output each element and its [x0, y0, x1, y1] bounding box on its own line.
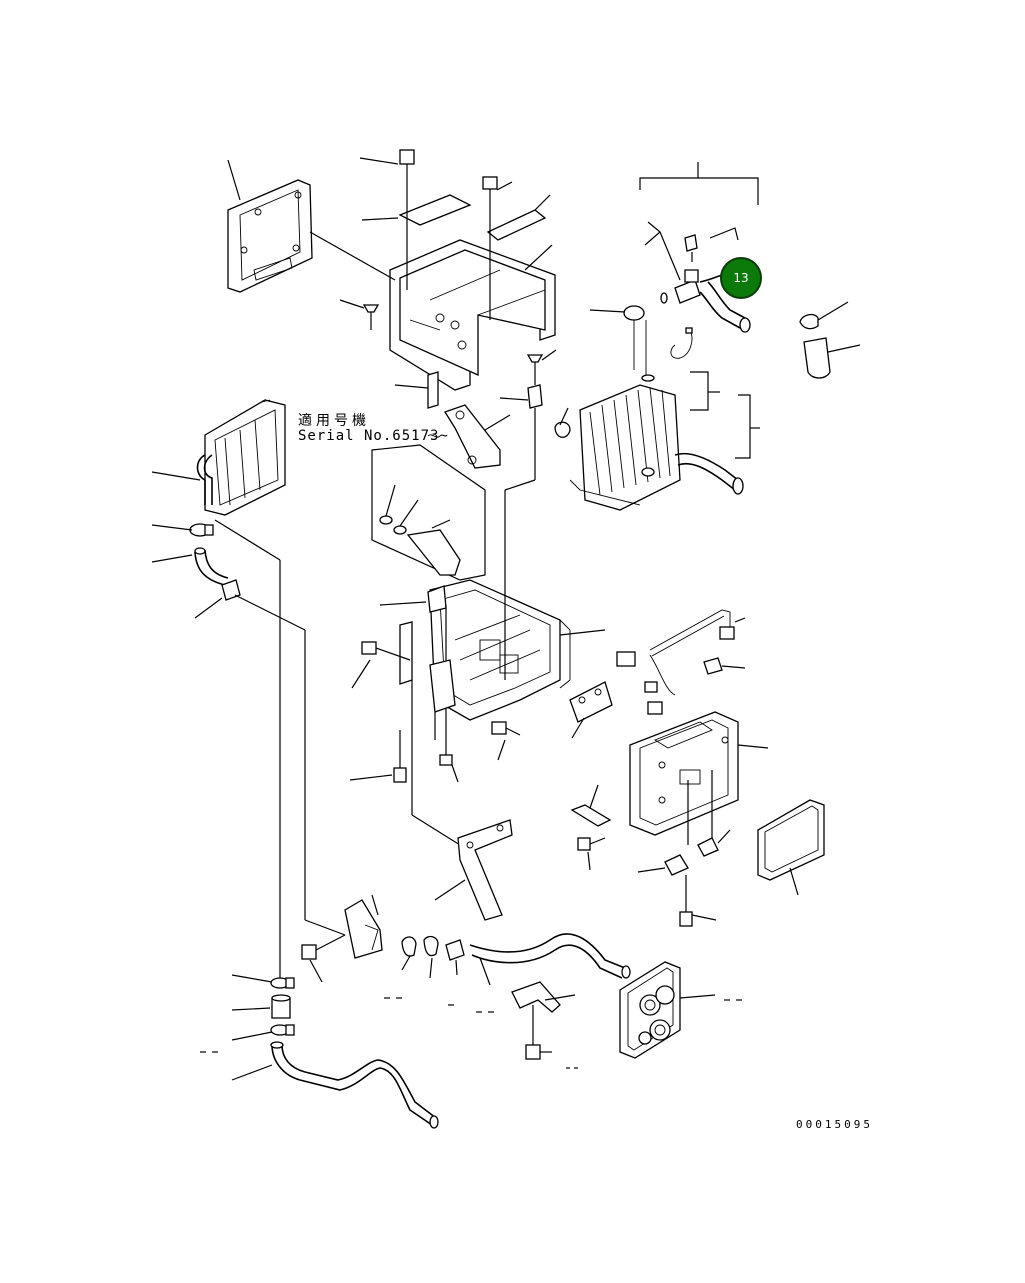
bolt-top-2[interactable] — [482, 176, 513, 205]
sensor-wire[interactable] — [670, 327, 693, 359]
drawing-number: 00015095 — [796, 1118, 873, 1131]
bolt-bottom-left[interactable] — [301, 934, 346, 983]
heater-core-pipe[interactable] — [196, 454, 213, 505]
bolt-center-1[interactable] — [439, 720, 459, 783]
drain-tube[interactable] — [803, 337, 861, 379]
long-pipe-right[interactable] — [469, 933, 631, 986]
evaporator-pipe[interactable] — [674, 452, 744, 495]
dash-marks — [200, 997, 742, 1069]
gasket[interactable] — [757, 799, 825, 896]
pipe-fitting[interactable] — [660, 269, 751, 333]
bracket-top-2[interactable] — [486, 194, 551, 241]
connector-set[interactable] — [401, 935, 465, 979]
hose-clamp-2[interactable] — [194, 579, 241, 619]
plate-bracket-right[interactable] — [569, 681, 613, 739]
valve-cap[interactable] — [684, 234, 698, 262]
serial-number-label: Serial No.65173~ — [298, 428, 449, 444]
wiring-harness[interactable] — [616, 609, 746, 715]
mounting-plate[interactable] — [444, 404, 511, 469]
hose-bracket-bottom[interactable] — [344, 894, 383, 959]
applicability-label: 適用号機 — [298, 413, 370, 429]
bracket-lower-left[interactable] — [570, 784, 612, 827]
grommet-small[interactable] — [554, 407, 571, 438]
hose-clamp-4[interactable] — [231, 1024, 295, 1041]
base-frame[interactable] — [429, 579, 571, 721]
bolt-box-left[interactable] — [577, 837, 606, 871]
bolt-bottom-center[interactable] — [525, 1044, 552, 1060]
pipe-bracket-bottom[interactable] — [511, 981, 576, 1045]
clip-pair[interactable] — [637, 829, 731, 876]
screw-center[interactable] — [499, 349, 557, 480]
cover-frame[interactable] — [227, 179, 313, 293]
screw-left[interactable] — [339, 299, 380, 330]
callout-13[interactable]: 13 — [720, 257, 762, 299]
bolt-left-long[interactable] — [351, 641, 411, 689]
bolt-box-bottom[interactable] — [679, 875, 717, 927]
blower-cover[interactable] — [619, 961, 681, 1059]
callout-number: 13 — [733, 271, 749, 285]
expansion-valve[interactable] — [589, 305, 655, 477]
grommet-inset[interactable] — [379, 484, 461, 576]
clip-bracket[interactable] — [394, 371, 439, 409]
support-bracket[interactable] — [434, 819, 513, 921]
bracket-top-1[interactable] — [361, 194, 472, 226]
hose-clamp-3[interactable] — [231, 974, 295, 989]
serial-inset-frame — [371, 444, 486, 581]
bolt-top-1[interactable] — [359, 149, 415, 182]
long-pipe-left[interactable] — [231, 1041, 439, 1129]
side-bracket[interactable] — [399, 621, 456, 713]
heater-case[interactable] — [389, 239, 556, 391]
heater-core[interactable] — [204, 399, 286, 516]
hose-elbow[interactable] — [151, 547, 229, 586]
control-unit[interactable] — [629, 711, 739, 836]
hose-connector[interactable] — [231, 994, 291, 1019]
hose-clamp-1[interactable] — [151, 523, 214, 537]
evaporator[interactable] — [569, 384, 681, 511]
bolt-center-2[interactable] — [491, 721, 521, 761]
tube-cap[interactable] — [799, 301, 849, 330]
bolt-lower-left[interactable] — [349, 730, 407, 783]
